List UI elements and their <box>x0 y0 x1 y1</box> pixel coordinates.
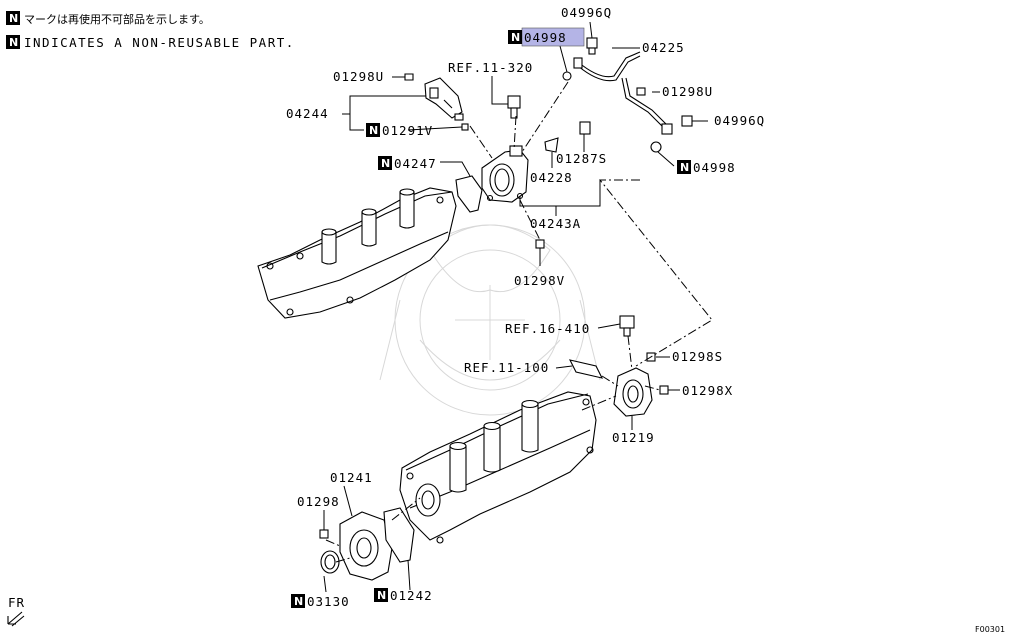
svg-text:N: N <box>9 12 18 25</box>
front-direction-indicator: FR <box>7 595 25 627</box>
sensor-ref-11-320 <box>507 95 521 119</box>
label-04998-top[interactable]: N 04998 <box>508 27 585 47</box>
svg-text:01291V: 01291V <box>382 123 433 138</box>
gasket-04247 <box>455 175 483 213</box>
label-04996q-right: 04996Q <box>714 113 765 128</box>
svg-text:03130: 03130 <box>307 594 350 609</box>
label-04243a: 04243A <box>530 216 581 231</box>
washer-04998-right <box>650 141 662 153</box>
svg-text:マークは再使用不可部品を示します。: マークは再使用不可部品を示します。 <box>24 12 210 26</box>
label-01287s: 01287S <box>556 151 607 166</box>
washer-04998-top <box>562 71 572 81</box>
label-01298: 01298 <box>297 494 340 509</box>
legend-note-en: N INDICATES A NON-REUSABLE PART. <box>6 35 295 50</box>
sensor-04244 <box>424 77 464 121</box>
housing-01219 <box>613 367 653 417</box>
label-01242: N 01242 <box>374 588 433 603</box>
front-arrow-icon <box>7 611 25 627</box>
sensor-ref-16-410 <box>619 315 635 337</box>
bolt-01298 <box>319 529 329 539</box>
label-01291v: N 01291V <box>366 123 433 138</box>
label-04228: 04228 <box>530 170 573 185</box>
upper-cylinder-head <box>257 187 457 319</box>
svg-text:04998: 04998 <box>524 30 567 45</box>
bolt-01298v <box>535 239 545 249</box>
label-04996q-top: 04996Q <box>561 5 612 20</box>
label-04998-right: N 04998 <box>677 160 736 175</box>
bolt-01298u-right <box>636 87 646 96</box>
svg-text:04998: 04998 <box>693 160 736 175</box>
union-bolt-04996q-right <box>681 115 693 127</box>
label-ref-11-100[interactable]: REF.11-100 <box>464 360 549 375</box>
seal-03130 <box>320 550 340 574</box>
svg-text:INDICATES A NON-REUSABLE PART.: INDICATES A NON-REUSABLE PART. <box>24 35 295 50</box>
label-01298u-left: 01298U <box>333 69 384 84</box>
watermark-emblem <box>379 224 601 416</box>
gasket-01242 <box>383 507 415 563</box>
svg-text:N: N <box>680 161 689 174</box>
lower-cylinder-head <box>399 391 597 544</box>
label-ref-16-410[interactable]: REF.16-410 <box>505 321 590 336</box>
svg-text:FR: FR <box>8 595 25 610</box>
svg-text:N: N <box>9 36 18 49</box>
label-01241: 01241 <box>330 470 373 485</box>
svg-text:N: N <box>377 589 386 602</box>
throttle-assembly-04243a <box>481 145 529 203</box>
housing-01241 <box>339 511 393 581</box>
label-01219: 01219 <box>612 430 655 445</box>
bolt-01298u-left <box>397 73 414 81</box>
legend-note-jp: N マークは再使用不可部品を示します。 <box>6 11 210 26</box>
svg-text:N: N <box>294 595 303 608</box>
assembly-lines <box>325 81 713 563</box>
svg-text:01242: 01242 <box>390 588 433 603</box>
tube-ref-11-100 <box>568 359 604 379</box>
label-01298v: 01298V <box>514 273 565 288</box>
cap-01287s <box>579 121 591 135</box>
svg-text:04247: 04247 <box>394 156 437 171</box>
pipe-04225 <box>573 51 673 135</box>
svg-text:N: N <box>511 31 520 44</box>
label-03130: N 03130 <box>291 594 350 609</box>
label-01298x: 01298X <box>682 383 733 398</box>
svg-text:N: N <box>381 157 390 170</box>
bolt-01291v <box>461 123 469 131</box>
label-04244: 04244 <box>286 106 329 121</box>
label-04247: N 04247 <box>378 156 437 171</box>
label-04225: 04225 <box>642 40 685 55</box>
bolt-01298x <box>659 385 669 395</box>
part-04228 <box>544 137 559 153</box>
svg-text:N: N <box>369 124 378 137</box>
union-bolt-04996q-top <box>586 37 598 55</box>
figure-code: F00301 <box>975 625 1005 634</box>
label-01298s: 01298S <box>672 349 723 364</box>
label-ref-11-320[interactable]: REF.11-320 <box>448 60 533 75</box>
label-01298u-right: 01298U <box>662 84 713 99</box>
